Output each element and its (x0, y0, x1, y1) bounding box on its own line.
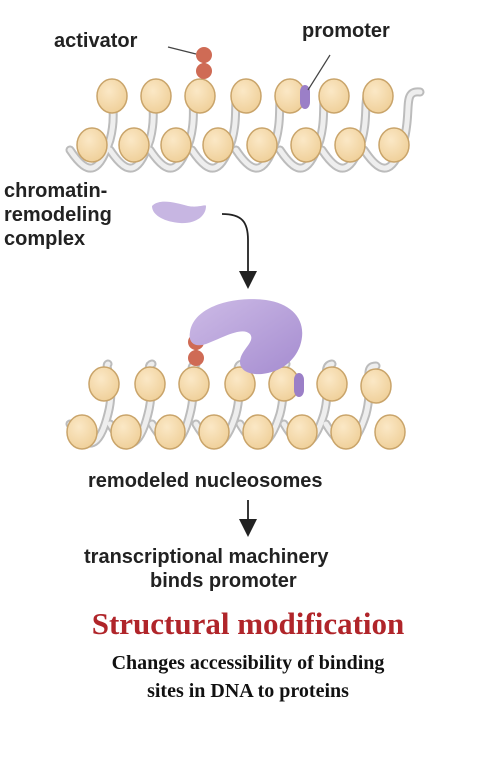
chromatin-remodeling-diagram (65, 46, 425, 537)
promoter-mark-top (300, 85, 310, 109)
chromatin-fiber-top (65, 46, 425, 173)
promoter-leader-line (307, 54, 331, 91)
nucleosomes-top-upper-row (96, 78, 394, 114)
complex-label-line2: remodeling (4, 204, 112, 226)
caption-title: Structural modification (91, 606, 405, 641)
activator-top (196, 47, 212, 79)
caption-line-1: Changes accessibility of binding (111, 652, 385, 674)
remodeled-nucleosomes-label: remodeled nucleosomes (88, 470, 323, 492)
machinery-label-line1: transcriptional machinery (84, 546, 329, 568)
chromatin-fiber-bottom (65, 299, 406, 450)
complex-label-line1: chromatin- (4, 180, 108, 202)
promoter-label: promoter (302, 20, 390, 42)
nucleosomes-bottom-lower-row (66, 414, 406, 450)
remodeling-complex-small (152, 201, 206, 224)
caption-line-2: sites in DNA to proteins (147, 680, 349, 702)
nucleosomes-bottom-upper-row (88, 366, 392, 404)
machinery-label-line2: binds promoter (150, 570, 297, 592)
complex-label-line3: complex (4, 228, 86, 250)
activator-leader-line (167, 46, 197, 55)
flow-arrow-1 (221, 213, 257, 289)
remodeling-complex-large (189, 299, 303, 375)
promoter-mark-bottom (294, 373, 304, 397)
activator-label: activator (54, 30, 138, 52)
diagram-graphics (65, 46, 425, 537)
nucleosomes-top-lower-row (76, 127, 410, 163)
